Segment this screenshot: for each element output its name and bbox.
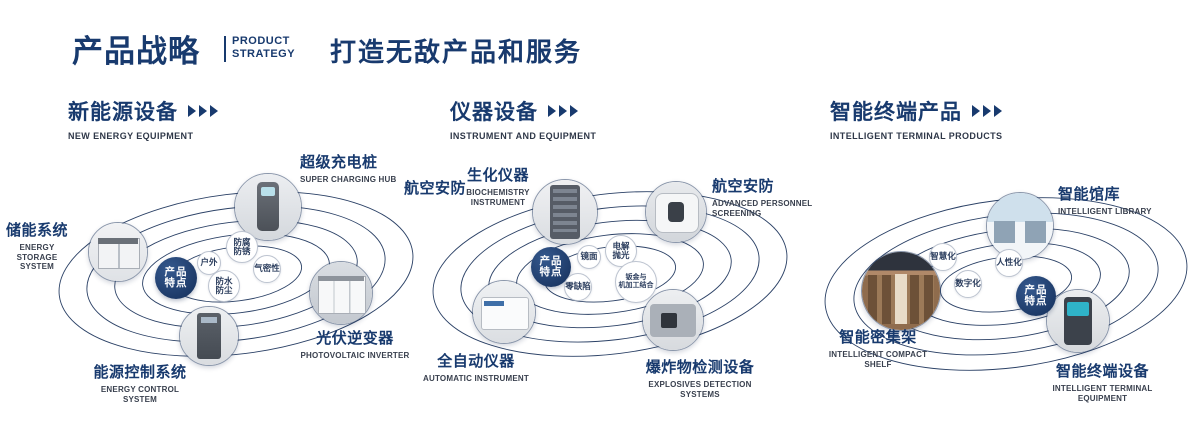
product-name: 智能终端设备 [1055,363,1149,380]
feature-bubble-outdoor: 户外 [197,251,221,275]
inverter-cabinet-photo [310,262,372,324]
control-cabinet-photo [180,307,238,365]
product-label-intelligent-library: 智能馆库 INTELLIGENT LIBRARY [1058,183,1152,217]
product-name: 航空安防 [712,178,775,195]
product-image-photovoltaic-inverter [309,261,373,325]
product-name: 智能馆库 [1058,186,1121,203]
detection-machine-photo [643,290,703,350]
product-name-en: ENERGY STORAGE SYSTEM [16,243,58,271]
product-image-energy-control [179,306,239,366]
product-label-personnel-screening: 航空安防 ADVANCED PERSONNEL SCREENING [712,175,812,218]
product-image-intelligent-library [986,192,1054,260]
label-aviation-security-left: 航空安防 [404,180,467,197]
feature-bubble-smart: 智慧化 [929,243,957,271]
page-title: 产品战略 [72,34,200,69]
product-label-terminal-equipment: 智能终端设备 INTELLIGENT TERMINAL EQUIPMENT [1030,360,1175,403]
header-divider [224,36,226,62]
section-header-intelligent-terminal: 智能终端产品 INTELLIGENT TERMINAL PRODUCTS [830,96,1006,141]
product-name: 生化仪器 [466,167,529,184]
instrument-rack-photo [533,180,597,244]
product-name-en: INTELLIGENT TERMINAL EQUIPMENT [1052,384,1153,403]
product-label-photovoltaic-inverter: 光伏逆变器 PHOTOVOLTAIC INVERTER [296,327,414,361]
product-name: 能源控制系统 [93,364,187,381]
feature-bubble-zero-defect: 零缺陷 [564,273,592,301]
page-tagline: 打造无敌产品和服务 [330,37,583,67]
product-image-compact-shelf [861,251,941,331]
feature-bubble-anticorrosion: 防腐 防锈 [226,231,258,263]
feature-bubble-sheet-metal: 钣金与 机加工结合 [615,261,657,303]
product-name: 全自动仪器 [437,353,515,370]
product-image-automatic-instrument [472,280,536,344]
product-label-energy-storage: 储能系统 ENERGY STORAGE SYSTEM [0,219,74,272]
triple-chevron-icon [972,105,1006,117]
product-label-automatic-instrument: 全自动仪器 AUTOMATIC INSTRUMENT [420,350,532,384]
product-image-explosives-detection [642,289,704,351]
automatic-instrument-photo [473,281,535,343]
page-title-en: PRODUCT STRATEGY [232,35,296,60]
section-header-instruments: 仪器设备 INSTRUMENT AND EQUIPMENT [450,96,596,141]
terminal-kiosk-photo [1047,290,1109,352]
section-title: 新能源设备 [68,101,178,124]
product-name-en: AUTOMATIC INSTRUMENT [423,374,529,383]
product-name-en: EXPLOSIVES DETECTION SYSTEMS [648,380,752,399]
product-label-explosives-detection: 爆炸物检测设备 EXPLOSIVES DETECTION SYSTEMS [630,356,770,399]
section-title: 仪器设备 [450,101,538,124]
feature-bubble-airtight: 气密性 [253,255,281,283]
product-label-super-charging-hub: 超级充电桩 SUPER CHARGING HUB [300,151,397,185]
feature-bubble-humanized: 人性化 [995,249,1023,277]
product-name: 爆炸物检测设备 [645,359,755,376]
product-features-core: 产品 特点 [155,257,197,299]
product-name: 储能系统 [5,222,68,239]
section-subtitle: INSTRUMENT AND EQUIPMENT [450,131,597,141]
product-name: 智能密集架 [839,329,917,346]
triple-chevron-icon [188,105,222,117]
product-name-en: ENERGY CONTROL SYSTEM [100,385,180,404]
product-image-biochemistry-instrument [532,179,598,245]
compact-shelf-photo [862,252,940,330]
triple-chevron-icon [548,105,582,117]
section-title: 智能终端产品 [830,101,962,124]
feature-bubble-waterproof: 防水 防尘 [208,270,240,302]
library-room-photo [987,193,1053,259]
product-image-terminal-equipment [1046,289,1110,353]
charging-pile-photo [235,174,301,240]
section-subtitle: INTELLIGENT TERMINAL PRODUCTS [830,131,1003,141]
product-name-en: ADVANCED PERSONNEL SCREENING [712,199,813,218]
product-name: 光伏逆变器 [316,330,394,347]
product-name-en: PHOTOVOLTAIC INVERTER [300,351,410,360]
product-label-energy-control: 能源控制系统 ENERGY CONTROL SYSTEM [85,361,195,404]
product-name-en: SUPER CHARGING HUB [300,175,397,184]
section-header-new-energy: 新能源设备 NEW ENERGY EQUIPMENT [68,96,222,141]
product-image-energy-storage [88,222,148,282]
product-name-en: INTELLIGENT COMPACT SHELF [828,350,928,369]
product-name-en: BIOCHEMISTRY INSTRUMENT [466,188,530,207]
feature-bubble-mirror: 镜面 [577,245,601,269]
storage-cabinet-photo [89,223,147,281]
product-image-personnel-screening [645,181,707,243]
product-label-compact-shelf: 智能密集架 INTELLIGENT COMPACT SHELF [826,326,930,369]
feature-bubble-digital: 数字化 [954,270,982,298]
section-subtitle: NEW ENERGY EQUIPMENT [68,131,194,141]
screening-machine-photo [646,182,706,242]
product-name-en: INTELLIGENT LIBRARY [1058,207,1152,216]
product-features-core: 产品 特点 [1016,276,1056,316]
product-name: 超级充电桩 [300,154,378,171]
product-label-biochemistry-instrument: 生化仪器 BIOCHEMISTRY INSTRUMENT [452,164,544,207]
product-image-super-charging-hub [234,173,302,241]
